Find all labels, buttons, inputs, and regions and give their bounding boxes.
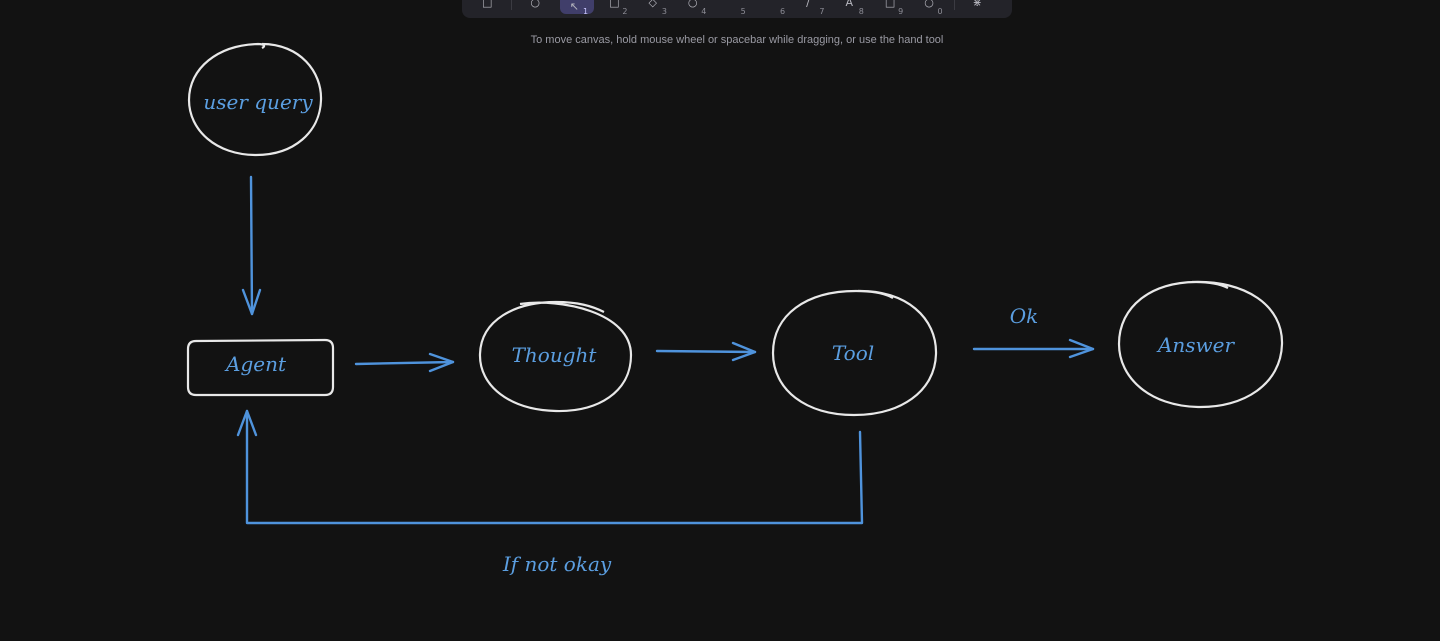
arrow-shaft (655, 349, 757, 354)
arrowhead (241, 288, 262, 316)
thought-label: Thought (512, 343, 598, 367)
node-user-query[interactable]: user query (187, 42, 323, 157)
tool-key: 0 (937, 7, 943, 16)
text-icon: A (845, 0, 853, 9)
agent-rectangle (186, 338, 335, 397)
tool-key: 6 (779, 7, 786, 16)
draw-tool[interactable]: ∕ 7 (796, 0, 830, 16)
user-query-label: user query (203, 90, 313, 114)
hand-tool[interactable]: ○ (520, 0, 554, 10)
arrowhead (236, 409, 258, 437)
image-icon: □ (884, 0, 896, 9)
tool-ellipse (771, 289, 938, 417)
tool-key: 2 (622, 7, 628, 16)
arrow-tool[interactable]: 5 (717, 0, 751, 16)
text-tool[interactable]: A 8 (835, 0, 869, 16)
eraser-tool[interactable]: ○ 0 (914, 0, 948, 16)
tool-key: 5 (740, 7, 746, 16)
lock-icon: □ (482, 0, 493, 9)
answer-ellipse (1117, 280, 1284, 409)
thought-ellipse (478, 300, 633, 413)
node-answer[interactable]: Answer (1117, 280, 1284, 409)
tool-key: 9 (898, 7, 904, 16)
arrow-tool-to-answer[interactable] (972, 338, 1095, 359)
tool-label: Tool (832, 341, 874, 365)
arrow-shaft (249, 175, 254, 316)
diamond-tool[interactable]: ◇ 3 (639, 0, 673, 16)
arrow-agent-to-thought[interactable] (354, 352, 455, 373)
ok-label: Ok (1010, 304, 1039, 328)
shapes-icon: ⋇ (972, 0, 982, 9)
line-tool[interactable]: 6 (757, 0, 791, 16)
toolbar-divider (953, 0, 955, 10)
image-tool[interactable]: □ 9 (875, 0, 909, 16)
selection-tool[interactable]: ↖ 1 (559, 0, 595, 16)
arrowhead (428, 352, 455, 373)
rectangle-tool[interactable]: □ 2 (599, 0, 633, 16)
arrow-query-to-agent[interactable] (241, 175, 262, 316)
diamond-icon: ◇ (648, 0, 657, 9)
tool-key: 7 (819, 7, 825, 16)
node-tool[interactable]: Tool (771, 289, 938, 417)
arrow-shaft (354, 360, 455, 366)
canvas-hint: To move canvas, hold mouse wheel or spac… (530, 34, 944, 46)
tool-key: 8 (858, 7, 864, 16)
tool-key: 3 (661, 7, 667, 16)
tool-key: 4 (701, 7, 707, 16)
arrow-shaft (245, 409, 864, 525)
user-query-ellipse (187, 42, 323, 157)
eraser-icon: ○ (924, 0, 934, 9)
arrowhead (1068, 338, 1095, 359)
more-tools[interactable]: ⋇ (963, 0, 997, 10)
pencil-icon: ∕ (806, 0, 810, 9)
node-agent[interactable]: Agent (186, 338, 335, 397)
ellipse-icon: ○ (687, 0, 698, 9)
pointer-icon: ↖ (569, 0, 579, 13)
answer-label: Answer (1156, 333, 1236, 357)
toolbar-divider (511, 0, 513, 10)
lock-tool[interactable]: □ (472, 0, 506, 10)
if-not-okay-label: If not okay (502, 552, 612, 576)
agent-label: Agent (224, 352, 287, 376)
toolbar: □ ○ ↖ 1 □ 2 ◇ 3 ○ 4 5 6 ∕ (462, 0, 1012, 18)
arrow-thought-to-tool[interactable] (655, 341, 757, 362)
rectangle-icon: □ (609, 0, 620, 9)
hand-icon: ○ (530, 0, 540, 9)
arrowhead (731, 341, 757, 362)
arrow-tool-to-agent-loop[interactable] (236, 409, 864, 525)
tool-key: 1 (583, 7, 589, 16)
ellipse-tool[interactable]: ○ 4 (678, 0, 712, 16)
node-thought[interactable]: Thought (478, 300, 633, 413)
